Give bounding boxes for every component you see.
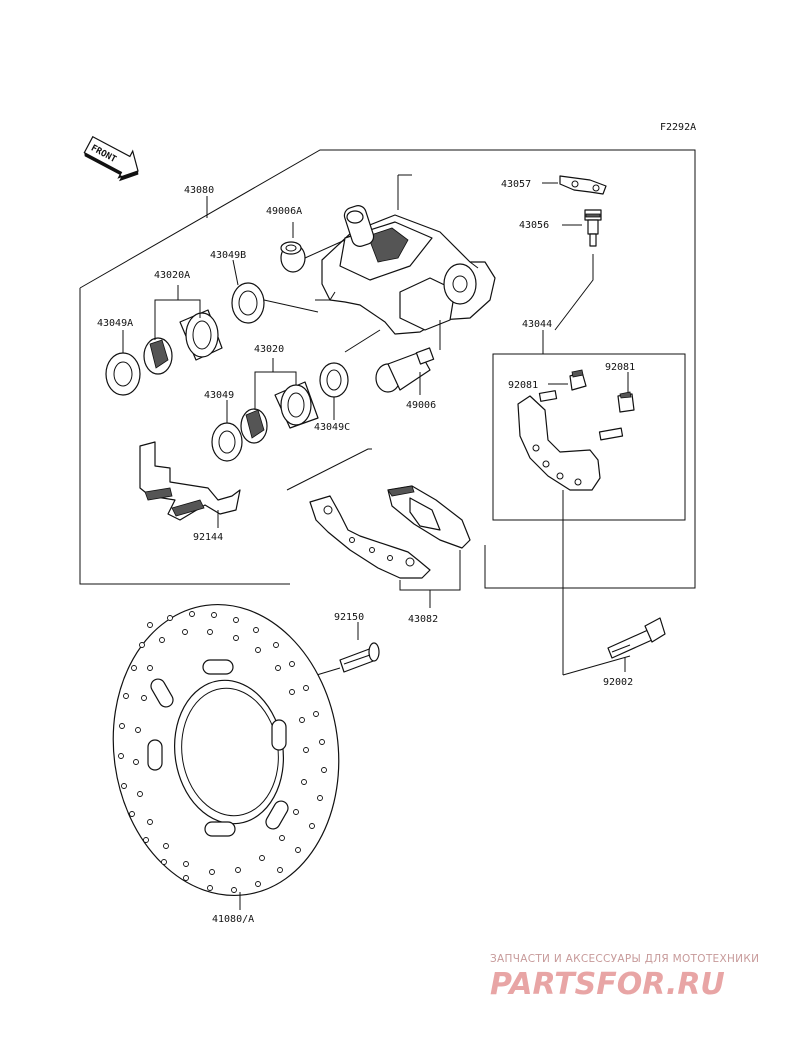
caliper-body-part [315,174,496,353]
diagram-code: F2292A [660,122,696,133]
slide-pin-boot-a-part [280,222,346,273]
watermark-tagline: ЗАПЧАСТИ И АКСЕССУАРЫ ДЛЯ МОТОТЕХНИКИ [490,953,759,965]
label-92081-right: 92081 [605,362,635,373]
label-43049C: 43049C [314,422,350,433]
pad-spring-part [139,441,241,528]
bleeder-valve-part [554,209,602,331]
label-43057: 43057 [501,179,531,190]
label-92081-left: 92081 [508,380,538,391]
pad-friction-part [387,485,471,608]
clip-right-part [617,372,635,413]
pad-backing-plate-part [309,495,431,579]
label-43082: 43082 [408,614,438,625]
seal-c-part [319,362,349,420]
label-92002: 92002 [603,677,633,688]
label-43020: 43020 [254,344,284,355]
bleeder-cap-part [542,175,607,195]
caliper-assembly-outline [79,149,696,589]
seal-a-part [105,330,141,396]
label-49006: 49006 [406,400,436,411]
bracket-group-outline [492,330,686,521]
piston-part [240,358,319,444]
seal-part [211,400,243,462]
mounting-bolt-part [562,617,666,676]
label-43049B: 43049B [210,250,246,261]
label-92150: 92150 [334,612,364,623]
pad-group-outline [286,448,372,491]
watermark-logo: PARTSFOR.RU [490,967,725,1002]
clip-left-part [548,369,587,391]
slide-pin-part [375,347,435,395]
label-43049A: 43049A [97,318,133,329]
dust-seal-b-part [231,259,319,324]
brake-disc-part [112,603,340,910]
label-43056: 43056 [519,220,549,231]
label-43049: 43049 [204,390,234,401]
disc-bolt-part [299,622,380,681]
piston-a-part [143,285,223,375]
label-49006A: 49006A [266,206,302,217]
label-43080: 43080 [184,185,214,196]
label-41080A: 41080/A [212,914,254,925]
label-43020A: 43020A [154,270,190,281]
label-92144: 92144 [193,532,223,543]
front-arrow-icon: FRONT [83,135,139,182]
caliper-bracket-part [517,390,624,675]
label-43044: 43044 [522,319,552,330]
